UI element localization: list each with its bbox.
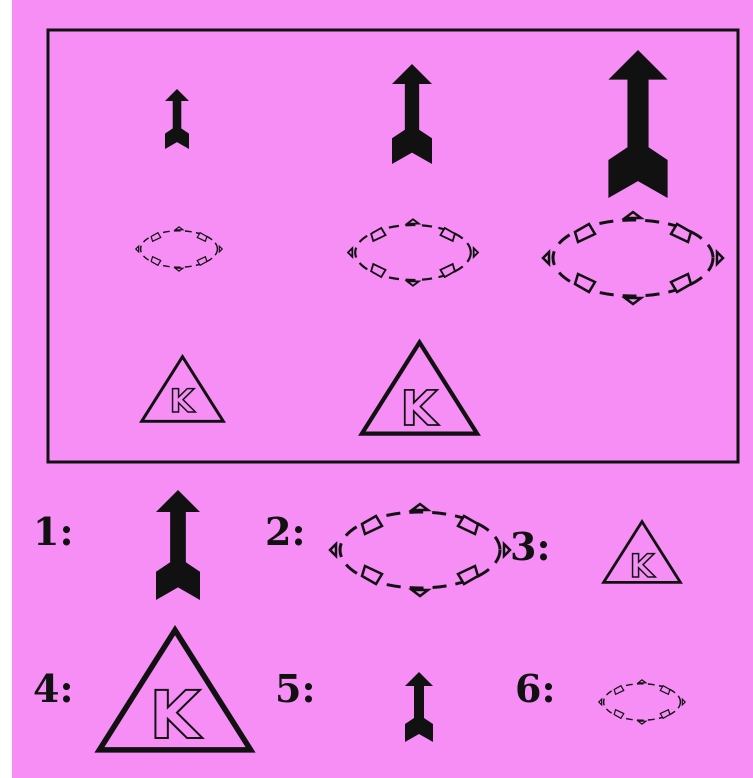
triangle-letter: K — [400, 381, 439, 437]
small-oval-figure — [136, 227, 222, 271]
small-arrow-figure — [165, 89, 189, 149]
option-5-label: 5: — [275, 670, 315, 708]
option-1-figure[interactable] — [156, 490, 200, 600]
medium-triangle-figure: K — [362, 342, 477, 437]
option-6-label: 6: — [515, 670, 555, 708]
option-4-figure[interactable]: K — [99, 630, 250, 754]
option-1-label: 1: — [33, 513, 73, 551]
large-arrow-figure — [608, 50, 667, 198]
option-2-label: 2: — [265, 513, 305, 551]
option-3-figure[interactable]: K — [604, 522, 681, 585]
option-3-label: 3: — [510, 528, 550, 566]
triangle-letter: K — [630, 547, 656, 585]
small-triangle-figure: K — [142, 357, 224, 422]
medium-oval-figure — [348, 219, 478, 285]
medium-arrow-figure — [392, 64, 432, 164]
triangle-letter: K — [149, 677, 203, 754]
option-4-label: 4: — [33, 670, 73, 708]
large-oval-figure — [543, 212, 723, 304]
triangle-letter: K — [170, 382, 196, 420]
option-5-figure[interactable] — [405, 672, 433, 742]
option-6-figure[interactable] — [599, 680, 685, 724]
option-2-figure[interactable] — [330, 504, 510, 596]
